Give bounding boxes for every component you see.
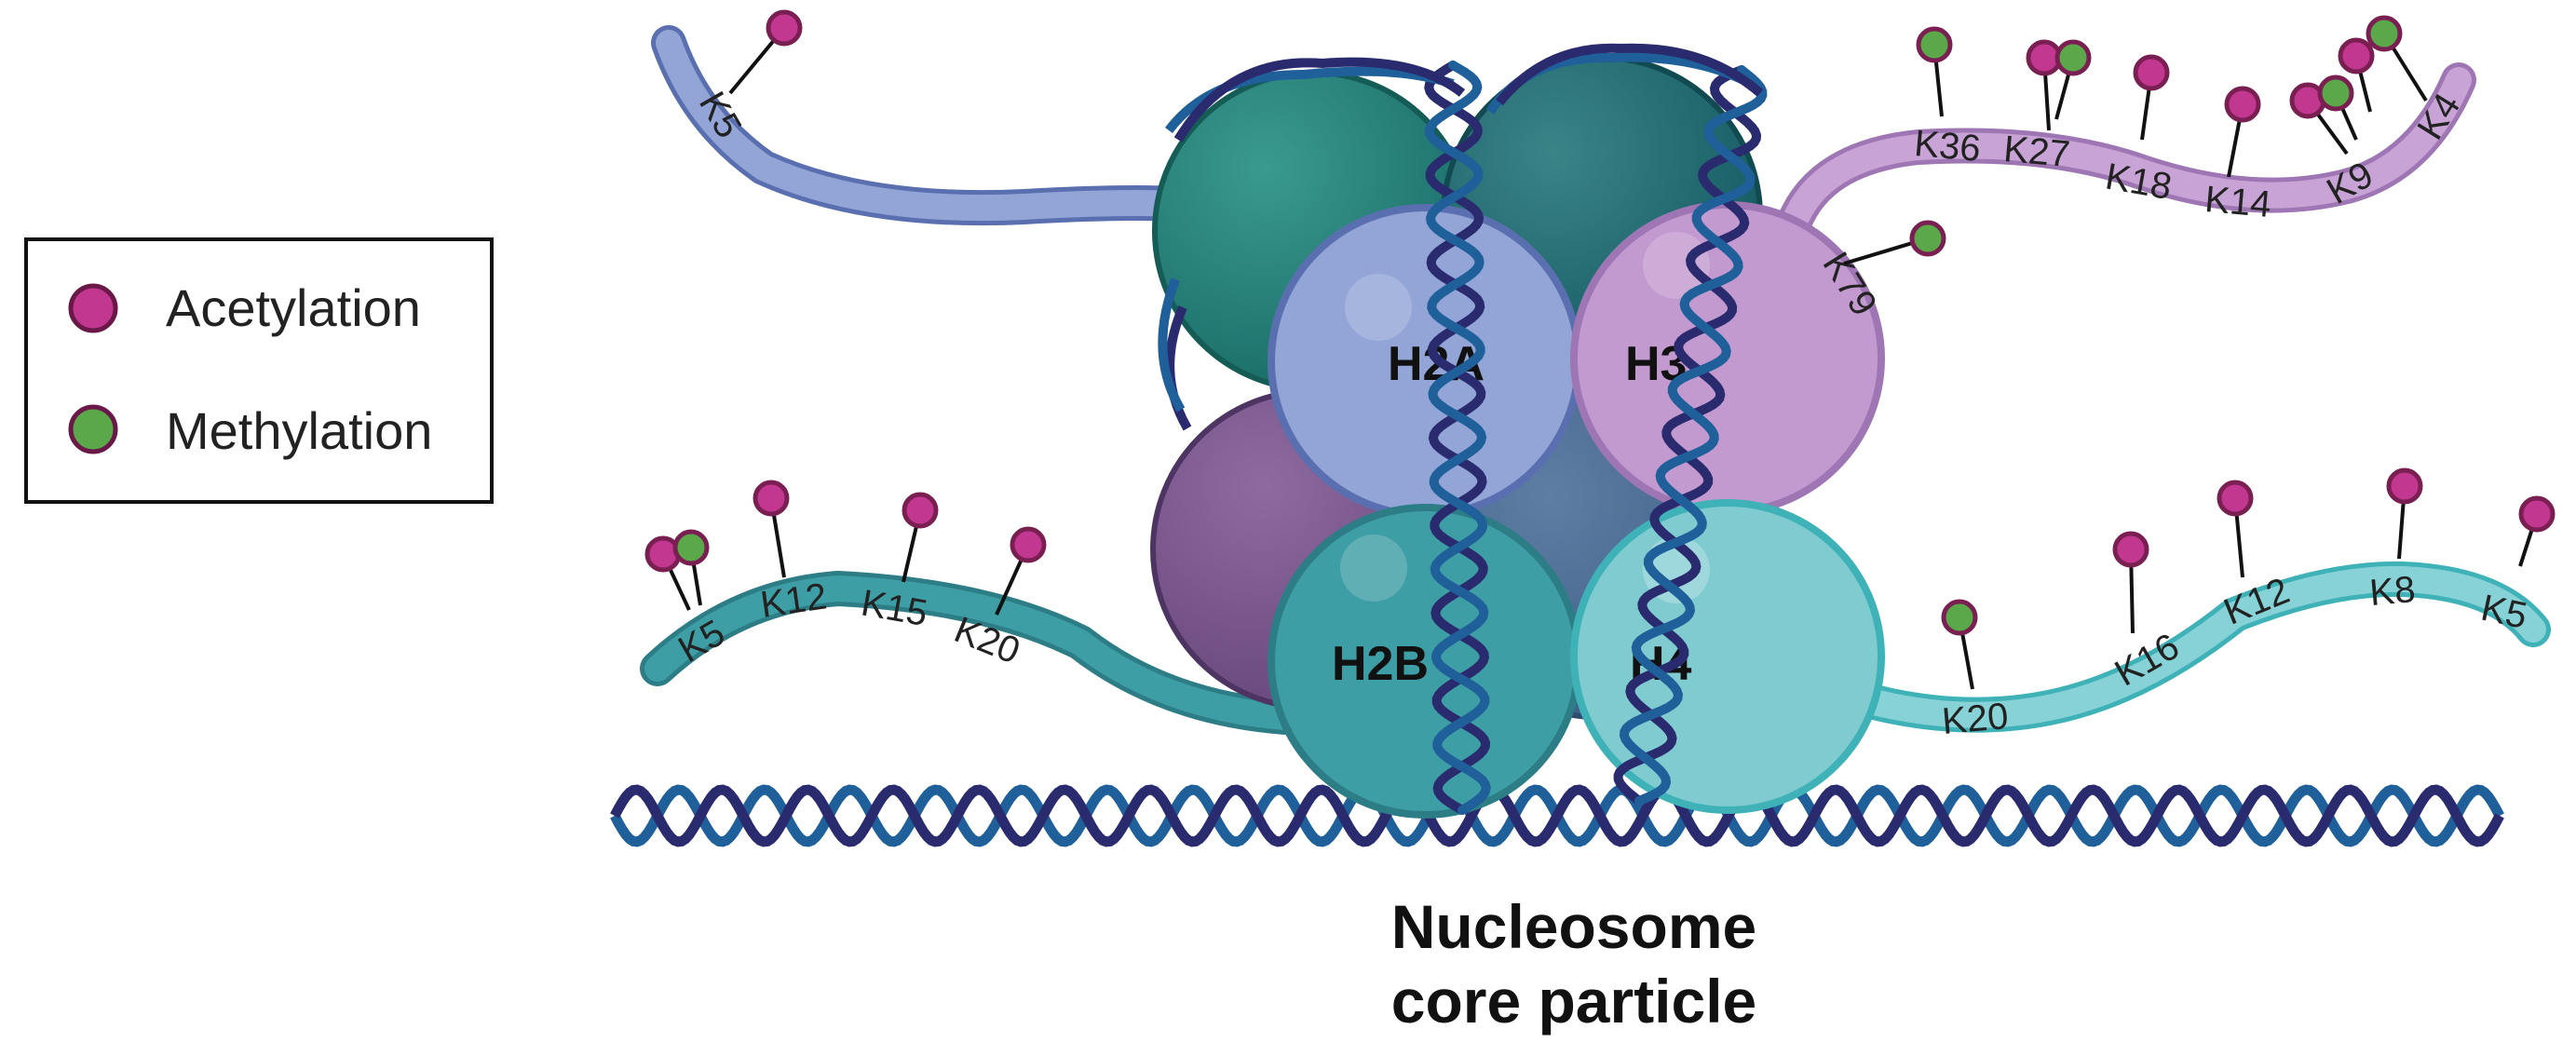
acetylation-marker <box>2386 467 2423 505</box>
dna-strand-bottom <box>610 784 2504 847</box>
diagram-title-line1: Nucleosome <box>1391 892 1756 961</box>
h3-residue-label: K36 <box>1913 123 1983 169</box>
dna-wrap-strand <box>1613 65 1762 806</box>
dna-wrap-arc <box>1496 43 1764 106</box>
methylation-marker <box>1916 26 1953 63</box>
h4-tail <box>1836 561 2551 733</box>
histone-h2b: H2B <box>1268 504 1582 819</box>
h2b-label: H2B <box>1332 637 1429 691</box>
h4-residue-label: K8 <box>2368 569 2418 614</box>
acetylation-marker <box>1010 526 1047 563</box>
acetylation-marker <box>902 492 939 529</box>
histone-h4: H4 <box>1570 499 1885 814</box>
acetylation-marker <box>2224 86 2261 123</box>
legend-acetylation-swatch <box>68 283 118 333</box>
dna-wrap-strand <box>1424 61 1491 815</box>
legend: Acetylation Methylation <box>24 237 494 504</box>
h3-residue-label: K14 <box>2203 179 2273 225</box>
methylation-marker <box>2054 39 2092 76</box>
legend-methylation-swatch <box>68 404 118 454</box>
acetylation-marker <box>2518 495 2556 533</box>
acetylation-marker <box>766 9 803 47</box>
methylation-marker <box>1941 599 1978 636</box>
legend-acetylation-label: Acetylation <box>166 278 421 337</box>
h2b-tail <box>640 570 1303 735</box>
dna-wrap-arc <box>1158 278 1186 413</box>
acetylation-marker <box>2217 480 2254 517</box>
h4-residue-label: K5 <box>2477 588 2530 637</box>
dna-wrap <box>1158 43 1768 815</box>
methylation-marker <box>2317 74 2354 112</box>
acetylation-marker <box>2338 37 2375 74</box>
methylation-marker <box>1909 220 1946 257</box>
h3-tail <box>1770 62 2476 260</box>
legend-methylation-label: Methylation <box>166 401 432 460</box>
methylation-marker <box>2366 15 2403 52</box>
h4-residue-label: K20 <box>1940 696 2010 742</box>
acetylation-marker <box>2112 531 2149 568</box>
dna-wrap-arc <box>1173 57 1466 142</box>
h3-residue-label: K27 <box>2002 129 2072 175</box>
methylation-marker <box>672 529 710 566</box>
h2b-residue-label: K12 <box>758 575 830 625</box>
dna-wrap-arc <box>1165 66 1455 134</box>
histone-h2a: H2A <box>1268 204 1582 519</box>
dna-wrap-strand <box>1619 65 1768 806</box>
dna-wrap-strand <box>1424 61 1491 815</box>
diagram-title-line2: core particle <box>1391 967 1757 1036</box>
acetylation-marker <box>2133 54 2170 91</box>
acetylation-marker <box>752 480 790 517</box>
